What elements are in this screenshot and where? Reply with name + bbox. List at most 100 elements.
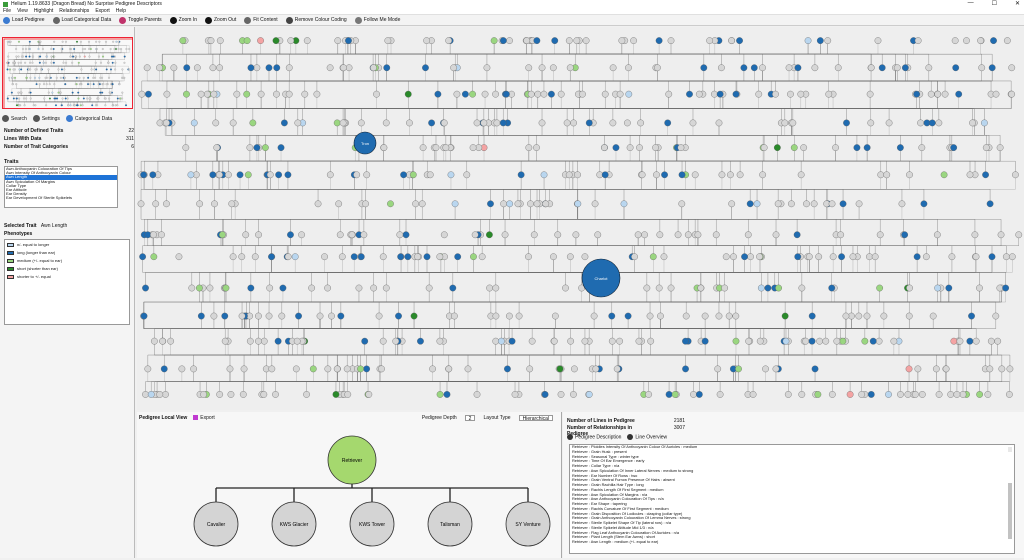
line-node[interactable] xyxy=(756,337,764,345)
line-node[interactable] xyxy=(90,68,93,71)
line-node[interactable] xyxy=(187,171,195,179)
line-node[interactable] xyxy=(29,91,32,94)
line-node[interactable] xyxy=(548,90,555,98)
scrollbar-thumb[interactable] xyxy=(1008,483,1012,539)
line-node[interactable] xyxy=(62,61,65,64)
line-node[interactable] xyxy=(47,68,50,71)
line-node[interactable] xyxy=(935,119,943,127)
line-node[interactable] xyxy=(749,391,757,398)
line-node[interactable] xyxy=(255,231,262,239)
line-node[interactable] xyxy=(95,104,97,107)
scrollbar[interactable] xyxy=(1008,447,1012,539)
line-node[interactable] xyxy=(772,231,780,239)
line-node[interactable] xyxy=(978,64,986,72)
line-node[interactable] xyxy=(423,253,431,261)
line-node[interactable] xyxy=(469,90,476,98)
line-node[interactable] xyxy=(328,312,335,320)
line-node[interactable] xyxy=(7,55,10,58)
line-node[interactable] xyxy=(89,48,92,50)
line-node[interactable] xyxy=(828,284,836,292)
line-node[interactable] xyxy=(82,76,85,79)
line-node[interactable] xyxy=(625,90,633,98)
line-node[interactable] xyxy=(262,144,269,151)
fit-content-button[interactable]: Fit Content xyxy=(244,16,278,24)
line-node[interactable] xyxy=(9,68,11,71)
line-node[interactable] xyxy=(152,200,160,208)
line-node[interactable] xyxy=(253,64,261,72)
big-node-tron[interactable]: Tron xyxy=(353,131,377,155)
line-node[interactable] xyxy=(65,61,68,64)
line-node[interactable] xyxy=(842,312,850,320)
line-node[interactable] xyxy=(292,365,300,373)
line-node[interactable] xyxy=(533,37,541,44)
line-node[interactable] xyxy=(667,284,675,292)
line-node[interactable] xyxy=(506,312,513,320)
line-node[interactable] xyxy=(718,64,725,72)
line-node[interactable] xyxy=(74,55,77,58)
line-node[interactable] xyxy=(871,253,879,261)
line-node[interactable] xyxy=(968,312,975,320)
line-node[interactable] xyxy=(212,119,220,127)
line-node[interactable] xyxy=(183,64,191,72)
line-node[interactable] xyxy=(655,37,663,44)
line-node[interactable] xyxy=(91,104,94,107)
line-node[interactable] xyxy=(461,90,469,98)
line-node[interactable] xyxy=(207,37,215,44)
line-node[interactable] xyxy=(15,48,18,50)
line-node[interactable] xyxy=(76,104,79,107)
line-node[interactable] xyxy=(867,391,875,398)
line-node[interactable] xyxy=(950,337,958,345)
line-node[interactable] xyxy=(440,231,448,239)
line-node[interactable] xyxy=(277,144,285,151)
line-node[interactable] xyxy=(105,83,108,86)
line-node[interactable] xyxy=(125,48,128,50)
line-node[interactable] xyxy=(60,68,63,71)
line-node[interactable] xyxy=(14,76,17,79)
line-node[interactable] xyxy=(913,90,921,98)
line-node[interactable] xyxy=(808,312,816,320)
line-node[interactable] xyxy=(21,48,24,50)
line-node[interactable] xyxy=(35,83,38,86)
line-node[interactable] xyxy=(404,253,412,261)
line-node[interactable] xyxy=(839,200,847,208)
line-node[interactable] xyxy=(29,61,32,64)
line-node[interactable] xyxy=(797,171,805,179)
line-node[interactable] xyxy=(143,64,151,72)
line-node[interactable] xyxy=(115,40,118,43)
line-node[interactable] xyxy=(227,391,235,398)
line-node[interactable] xyxy=(53,40,56,43)
line-node[interactable] xyxy=(790,144,798,151)
line-node[interactable] xyxy=(838,253,845,261)
line-node[interactable] xyxy=(98,40,101,43)
line-node[interactable] xyxy=(140,312,148,320)
line-node[interactable] xyxy=(1002,284,1010,292)
line-node[interactable] xyxy=(866,90,874,98)
line-node[interactable] xyxy=(117,48,120,50)
line-node[interactable] xyxy=(303,391,310,398)
line-node[interactable] xyxy=(142,284,149,292)
line-node[interactable] xyxy=(486,231,493,239)
line-node[interactable] xyxy=(616,337,623,345)
line-node[interactable] xyxy=(557,90,565,98)
line-node[interactable] xyxy=(332,391,340,398)
line-node[interactable] xyxy=(527,90,535,98)
line-node[interactable] xyxy=(121,91,124,94)
layout-select[interactable]: Hierarchical xyxy=(518,415,553,422)
line-node[interactable] xyxy=(87,76,90,79)
line-node[interactable] xyxy=(443,391,451,398)
line-node[interactable] xyxy=(822,337,830,345)
line-node[interactable] xyxy=(163,119,170,127)
line-node[interactable] xyxy=(182,144,190,151)
line-node[interactable] xyxy=(620,200,628,208)
line-node[interactable] xyxy=(440,119,448,127)
line-node[interactable] xyxy=(222,284,230,292)
line-node[interactable] xyxy=(716,90,724,98)
line-node[interactable] xyxy=(716,391,724,398)
remove-colour-coding-button[interactable]: Remove Colour Coding xyxy=(285,16,347,24)
line-node[interactable] xyxy=(190,365,197,373)
line-node[interactable] xyxy=(210,90,218,98)
line-node[interactable] xyxy=(657,312,664,320)
line-node[interactable] xyxy=(67,104,70,107)
line-node[interactable] xyxy=(379,253,387,261)
line-node[interactable] xyxy=(18,104,21,107)
